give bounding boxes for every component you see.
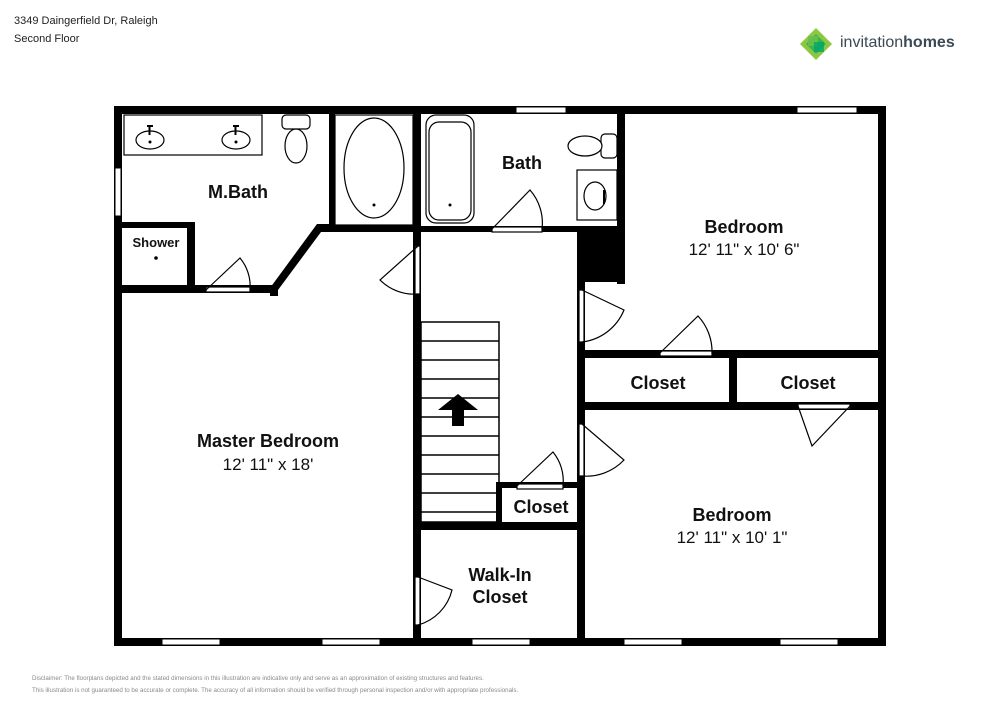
toilet-tank-icon <box>600 133 618 159</box>
disclaimer-line-2: This illustration is not guaranteed to b… <box>32 687 519 694</box>
room-dimensions-bedroom-1: 12' 11" x 10' 6" <box>689 240 800 259</box>
toilet-tank-icon <box>281 114 311 130</box>
disclaimer-line-1: Disclaimer: The floorplans depicted and … <box>32 675 484 682</box>
logo-word-invitation: invitation <box>840 34 904 51</box>
logo-wordmark: invitationhomes <box>840 34 955 52</box>
stair-arrow-icon <box>438 394 478 426</box>
room-label-bath: Bath <box>502 153 542 173</box>
floor-label: Second Floor <box>14 33 80 45</box>
invitation-homes-logo: invitationhomes <box>798 26 988 64</box>
sink-icon <box>583 181 607 211</box>
logo-word-homes: homes <box>903 34 955 51</box>
property-address: 3349 Daingerfield Dr, Raleigh <box>14 15 158 27</box>
room-dimensions-bedroom-2: 12' 11" x 10' 1" <box>677 528 788 547</box>
room-label-shower: Shower <box>133 235 180 250</box>
room-dimensions-master-bedroom: 12' 11" x 18' <box>223 455 314 474</box>
windows <box>114 106 858 646</box>
room-label-closet-2: Closet <box>780 373 835 393</box>
doors <box>205 189 851 626</box>
logo-mark-icon <box>800 28 832 60</box>
room-label-closet-1: Closet <box>630 373 685 393</box>
room-label-closet-3: Closet <box>513 497 568 517</box>
room-label-bedroom-2: Bedroom <box>692 505 771 525</box>
room-label-master-bath: M.Bath <box>208 182 268 202</box>
fixtures <box>123 114 618 226</box>
room-label-walk-in-line2: Closet <box>472 587 527 607</box>
room-label-master-bedroom: Master Bedroom <box>197 431 339 451</box>
room-label-bedroom-1: Bedroom <box>704 217 783 237</box>
toilet-bowl-icon <box>567 135 603 157</box>
room-label-walk-in-line1: Walk-In <box>468 565 531 585</box>
soaking-tub-icon <box>343 117 405 219</box>
toilet-bowl-icon <box>284 128 308 164</box>
